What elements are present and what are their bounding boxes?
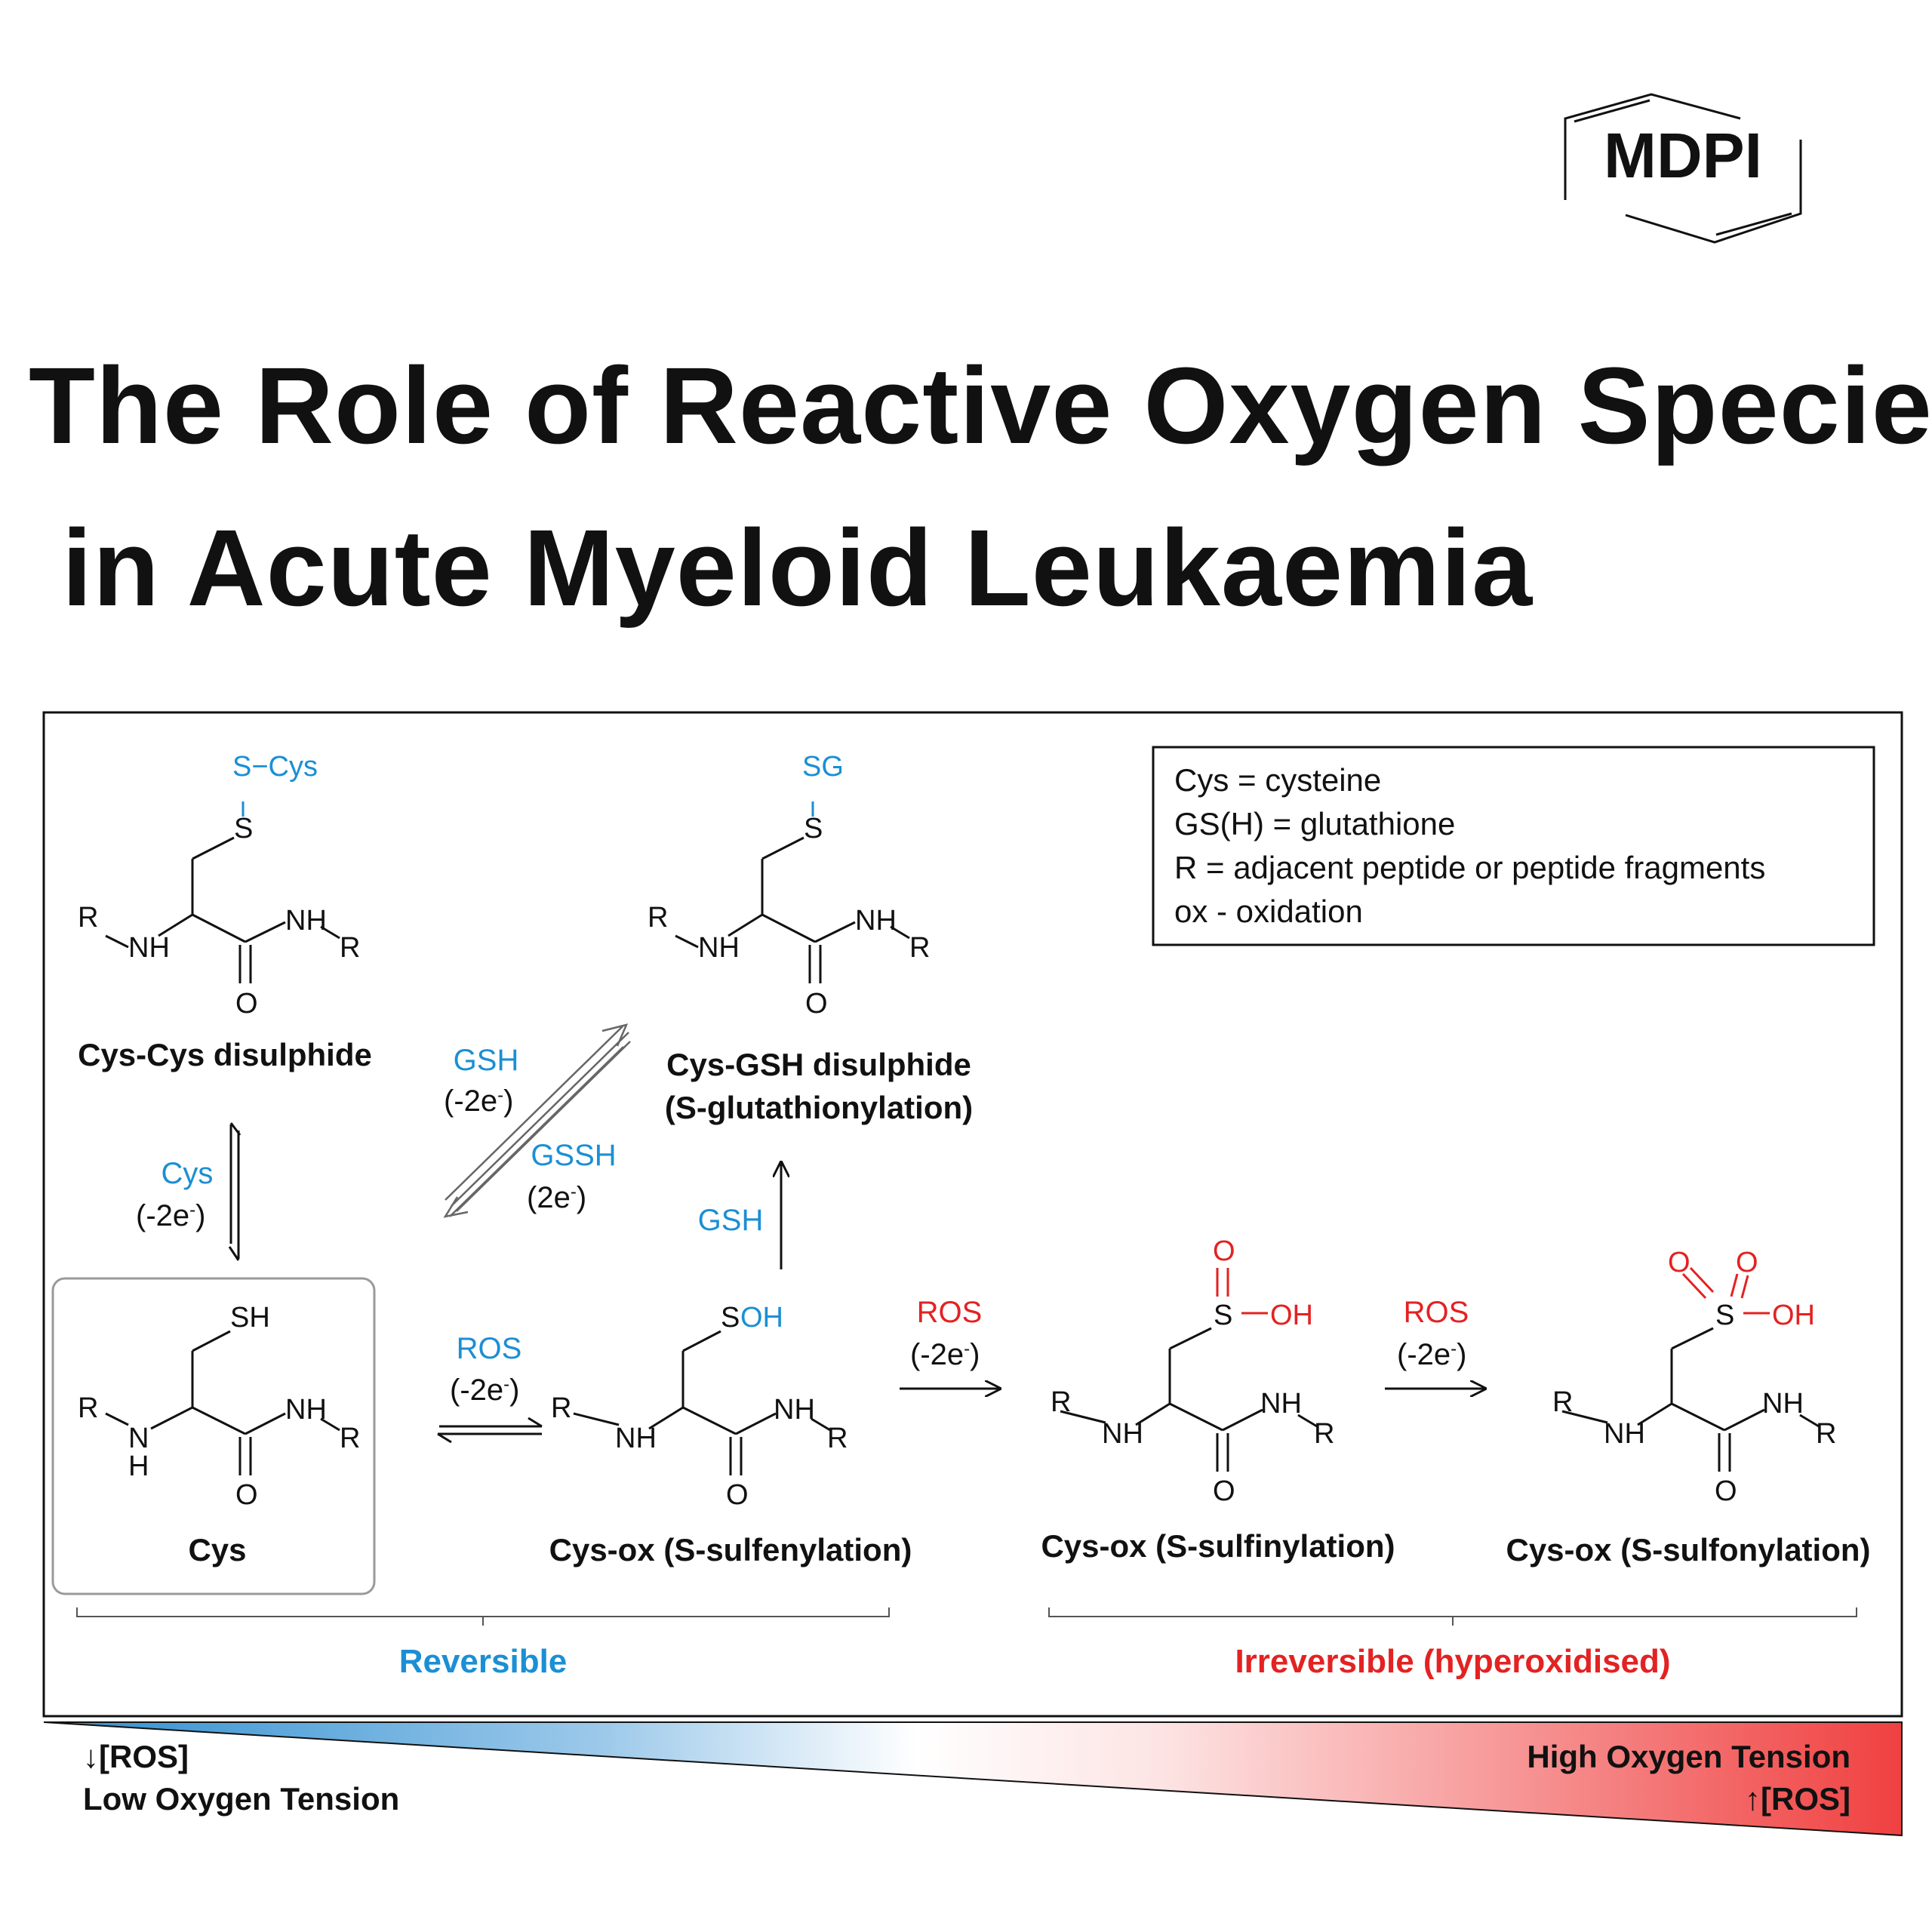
r-right: R (909, 932, 930, 964)
caption-cys: Cys (188, 1532, 246, 1567)
o-top-right-label: O (1736, 1247, 1758, 1278)
legend-line-2: GS(H) = glutathione (1174, 806, 1455, 841)
structure-sulfonyl: O O S OH R NH NH R O (1552, 1247, 1836, 1507)
r-left: R (78, 1392, 98, 1424)
structure-sulfinyl: O S OH R NH NH R O (1051, 1235, 1334, 1507)
high-oxygen-label: High Oxygen Tension (1527, 1739, 1850, 1774)
title-line-1: The Role of Reactive Oxygen Species (29, 345, 1932, 466)
o-label: O (235, 1479, 258, 1511)
title-line-2: in Acute Myeloid Leukaemia (62, 507, 1534, 629)
r-right: R (340, 1423, 360, 1454)
nh-left: NH (615, 1423, 657, 1454)
nh-left: NH (1102, 1418, 1143, 1450)
caption-sulfenyl: Cys-ox (S-sulfenylation) (549, 1532, 912, 1567)
nh-right: NH (1260, 1388, 1302, 1420)
structure-sulfenyl: S OH R NH NH R O (551, 1302, 848, 1511)
o-label: O (1213, 1475, 1235, 1507)
nh-left: NH (698, 932, 740, 964)
nh-left: NH (128, 932, 170, 964)
label-irreversible: Irreversible (hyperoxidised) (1235, 1643, 1670, 1680)
legend-line-1: Cys = cysteine (1174, 762, 1381, 798)
n-label: N (128, 1423, 149, 1454)
s-label: S (1214, 1300, 1232, 1331)
h-label: H (128, 1451, 149, 1482)
oh-label: OH (1270, 1300, 1313, 1331)
o-label: O (235, 988, 258, 1020)
gssh-reagent: GSSH (531, 1139, 616, 1172)
nh-left: NH (1604, 1418, 1645, 1450)
caption-cys-cys: Cys-Cys disulphide (78, 1037, 372, 1072)
caption-cys-gsh-1: Cys-GSH disulphide (666, 1047, 971, 1082)
gssh-electrons: (2e-) (527, 1181, 586, 1214)
nh-right: NH (774, 1394, 815, 1426)
cys-electrons: (-2e-) (136, 1199, 205, 1232)
oh-label: OH (1772, 1300, 1815, 1331)
gsh-reagent: GSH (454, 1044, 519, 1077)
gsh-up-reagent: GSH (698, 1204, 764, 1237)
bracket-irreversible (1048, 1607, 1857, 1626)
structure-cys: SH R N H NH R O Cys (78, 1302, 360, 1567)
logo-text: MDPI (1604, 120, 1762, 191)
oh-label: OH (740, 1302, 783, 1334)
o-label: O (805, 988, 828, 1020)
s-label: S (804, 813, 823, 844)
gsh-electrons: (-2e-) (444, 1084, 513, 1118)
o-top-left-label: O (1668, 1247, 1690, 1278)
nh-right: NH (1762, 1388, 1804, 1420)
s-label: S (234, 813, 253, 844)
bracket-reversible (76, 1607, 890, 1626)
ros-2-electrons: (-2e-) (1397, 1338, 1466, 1371)
oxygen-gradient-wedge (43, 1721, 1903, 1837)
structure-cys-cys: S−Cys S R NH NH R O Cys-Cys disulphide (78, 751, 372, 1072)
caption-cys-gsh-2: (S-glutathionylation) (665, 1090, 973, 1125)
s-label: S (721, 1302, 740, 1334)
s-cys-label: S−Cys (232, 751, 318, 783)
mdpi-logo: MDPI (1564, 93, 1802, 244)
r-left: R (78, 902, 98, 934)
high-ros-label: ↑[ROS] (1745, 1781, 1850, 1817)
r-left: R (1051, 1386, 1071, 1418)
label-reversible: Reversible (399, 1643, 568, 1680)
nh-right: NH (285, 1394, 327, 1426)
r-right: R (1314, 1418, 1334, 1450)
r-right: R (340, 932, 360, 964)
diagram-frame (42, 711, 1903, 1718)
r-right: R (1816, 1418, 1836, 1450)
equilibrium-arrow-ros (437, 1417, 543, 1444)
o-label: O (726, 1479, 749, 1511)
cys-reagent: Cys (162, 1157, 214, 1190)
equilibrium-arrow-cys (228, 1122, 242, 1261)
caption-sulfonyl: Cys-ox (S-sulfonylation) (1506, 1532, 1870, 1567)
o-label: O (1715, 1475, 1737, 1507)
page-title: The Role of Reactive Oxygen Species in A… (29, 325, 1932, 649)
r-right: R (827, 1423, 848, 1454)
ros-rev-electrons: (-2e-) (450, 1374, 519, 1407)
cys-highlight-box (51, 1277, 376, 1595)
ros-rev-reagent: ROS (457, 1332, 522, 1365)
ros-1-electrons: (-2e-) (910, 1338, 980, 1371)
legend-line-4: ox - oxidation (1174, 894, 1363, 929)
structure-cys-gsh: SG S R NH NH R O (648, 751, 930, 1020)
sg-label: SG (802, 751, 844, 783)
legend-box: Cys = cysteine GS(H) = glutathione R = a… (1152, 746, 1875, 946)
nh-right: NH (855, 905, 897, 937)
r-left: R (551, 1392, 571, 1424)
s-label: S (1715, 1300, 1734, 1331)
r-left: R (1552, 1386, 1573, 1418)
nh-right: NH (285, 905, 327, 937)
low-oxygen-label: Low Oxygen Tension (83, 1781, 399, 1817)
r-left: R (648, 902, 668, 934)
o-top-label: O (1213, 1235, 1235, 1267)
ros-1-reagent: ROS (917, 1296, 983, 1329)
ros-2-reagent: ROS (1404, 1296, 1469, 1329)
sh-label: SH (230, 1302, 270, 1334)
equilibrium-arrow-gsh (443, 1023, 631, 1218)
low-ros-label: ↓[ROS] (83, 1739, 189, 1774)
legend-line-3: R = adjacent peptide or peptide fragment… (1174, 850, 1765, 885)
caption-sulfinyl: Cys-ox (S-sulfinylation) (1041, 1528, 1395, 1564)
